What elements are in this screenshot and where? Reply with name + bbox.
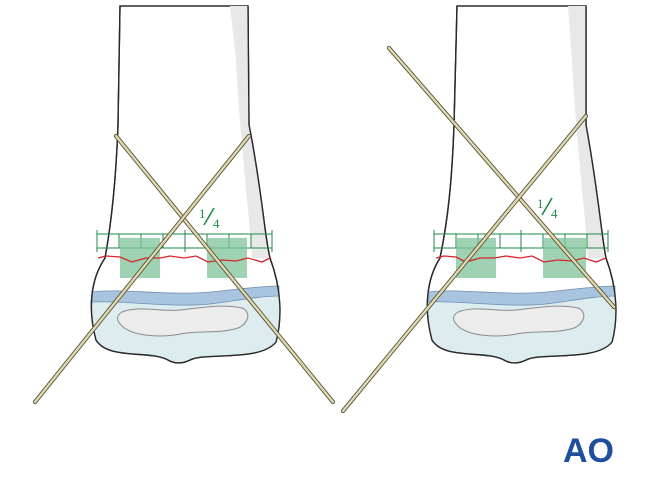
right-fraction-label: 1 4 [537,196,558,221]
right-fraction-num: 1 [537,196,544,211]
left-panel: 1 4 [32,5,336,405]
left-fraction-num: 1 [199,206,206,221]
right-wire-1 [386,45,617,310]
left-fracture-line [97,255,271,263]
left-fraction-den: 4 [213,216,220,231]
left-bone-shadow [230,6,268,258]
left-wire-2 [32,133,252,405]
left-cartilage [117,305,249,337]
right-wire-2 [340,113,589,414]
ao-logo: AO [563,432,614,470]
right-fraction-den: 4 [551,206,558,221]
left-fraction-label: 1 4 [199,206,220,231]
right-fracture-line [435,255,607,263]
left-wire-1 [113,133,336,405]
right-cartilage [453,305,585,337]
right-block-2 [543,238,586,278]
right-bone-shadow [568,6,604,258]
right-panel: 1 4 [340,5,617,414]
